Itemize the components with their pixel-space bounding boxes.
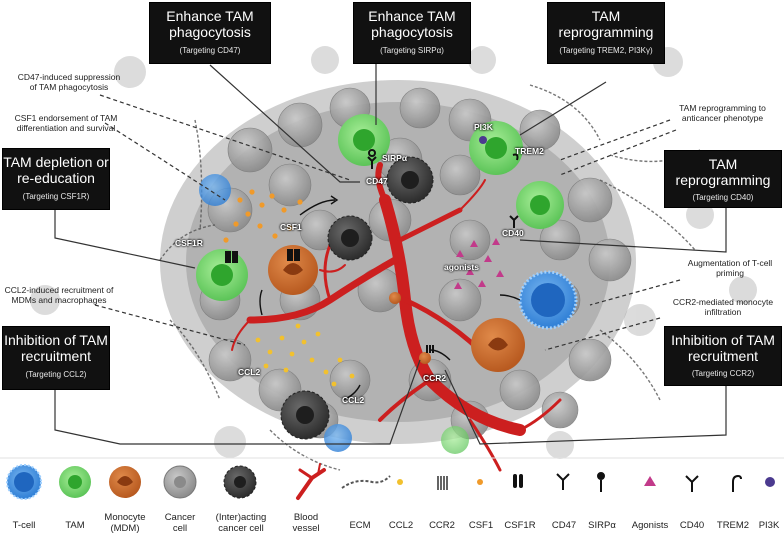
legend-label-monocyte: Monocyte (MDM) <box>104 512 146 534</box>
ecm-fibers <box>159 84 701 471</box>
marker-ccl2-a: CCL2 <box>238 367 261 377</box>
cancer-cell-icon <box>163 465 197 499</box>
marker-ccl2-b: CCL2 <box>342 395 365 405</box>
box-target: (Targeting CSF1R) <box>22 192 90 201</box>
legend-label-ecm: ECM <box>349 520 371 531</box>
box-target: (Targeting CCR2) <box>691 369 755 378</box>
legend-label-sirpa: SIRPα <box>588 520 616 531</box>
legend-label-agonists: Agonists <box>631 520 669 531</box>
monocyte-icon <box>109 466 141 498</box>
legend-icons <box>6 463 775 500</box>
box-inhibition-recruitment-ccl2: Inhibition of TAM recruitment (Targeting… <box>2 326 110 390</box>
annotation-ccr2-infiltration: CCR2-mediated monocyte infiltration <box>672 297 774 317</box>
ecm-icon <box>341 475 391 489</box>
box-tam-reprogramming-cd40: TAM reprogramming (Targeting CD40) <box>664 150 782 208</box>
receptor-glyphs <box>225 136 519 353</box>
agonists-icon <box>644 476 656 486</box>
blood-vessel-icon <box>296 463 326 500</box>
marker-trem2: TREM2 <box>515 146 544 156</box>
agonist-molecules <box>454 238 504 289</box>
t-cells <box>199 174 578 452</box>
blood-vessel <box>231 162 562 472</box>
legend-label-tcell: T-cell <box>12 520 36 531</box>
ccr2-icon <box>437 476 448 490</box>
box-tam-reprogramming-trem2: TAM reprogramming (Targeting TREM2, PI3K… <box>547 2 665 64</box>
csf1-molecules <box>223 189 303 243</box>
interacting-cancer-cell-icon <box>223 465 257 499</box>
marker-cd40: CD40 <box>502 228 524 238</box>
box-target: (Targeting CD47) <box>179 46 241 55</box>
t-cell-icon <box>6 464 42 500</box>
cd40-icon <box>685 475 699 492</box>
legend-label-cd40: CD40 <box>679 520 705 531</box>
box-title: TAM reprogramming <box>558 8 654 40</box>
tam-cells <box>196 114 564 454</box>
connector-lines <box>54 64 727 445</box>
box-title: Enhance TAM phagocytosis <box>166 8 254 40</box>
marker-sirpa: SIRPα <box>382 153 408 163</box>
legend-label-csf1: CSF1 <box>468 520 494 531</box>
signal-arrows <box>259 195 521 401</box>
box-enhance-phagocytosis-sirpa: Enhance TAM phagocytosis (Targeting SIRP… <box>353 2 471 64</box>
legend-label-interacting-cancer-cell: (Inter)acting cancer cell <box>215 512 267 534</box>
legend-label-cancer-cell: Cancer cell <box>164 512 196 534</box>
annotation-csf1-endorsement: CSF1 endorsement of TAM differentiation … <box>14 113 118 133</box>
cd47-icon <box>556 473 570 490</box>
legend-label-csf1r: CSF1R <box>504 520 536 531</box>
legend-label-ccl2: CCL2 <box>388 520 414 531</box>
box-target: (Targeting TREM2, PI3Kγ) <box>559 46 653 55</box>
annotation-tcell-priming: Augmentation of T-cell priming <box>687 258 773 278</box>
box-title: TAM depletion or re-education <box>3 154 109 186</box>
marker-ccr2: CCR2 <box>423 373 447 383</box>
marker-pi3k: PI3K <box>474 122 493 132</box>
box-target: (Targeting CD40) <box>692 193 754 202</box>
legend-label-ccr2: CCR2 <box>429 520 455 531</box>
ccl2-molecules <box>255 323 355 387</box>
annotation-tam-reprogramming: TAM reprogramming to anticancer phenotyp… <box>679 103 766 123</box>
legend-label-tam: TAM <box>65 520 85 531</box>
marker-csf1r: CSF1R <box>175 238 203 248</box>
legend-label-blood-vessel: Blood vessel <box>292 512 320 534</box>
box-enhance-phagocytosis-cd47: Enhance TAM phagocytosis (Targeting CD47… <box>149 2 271 64</box>
csf1r-icon <box>513 474 523 488</box>
pi3k-icon <box>765 477 775 487</box>
box-tam-depletion-csf1r: TAM depletion or re-education (Targeting… <box>2 148 110 210</box>
legend-label-pi3k: PI3K <box>758 520 780 531</box>
monocyte-cells <box>268 245 525 372</box>
annotation-ccl2-recruitment: CCL2-induced recruitment of MDMs and mac… <box>4 285 114 305</box>
annotation-cd47-suppression: CD47-induced suppression of TAM phagocyt… <box>17 72 121 92</box>
box-inhibition-recruitment-ccr2: Inhibition of TAM recruitment (Targeting… <box>664 326 782 386</box>
ccl2-icon <box>397 479 403 485</box>
sirpa-icon <box>597 472 605 492</box>
box-title: Inhibition of TAM recruitment <box>671 332 775 364</box>
marker-agonists: agonists <box>444 262 479 272</box>
box-title: Inhibition of TAM recruitment <box>4 332 108 364</box>
interacting-cancer-cells <box>280 156 434 440</box>
csf1-icon <box>477 479 483 485</box>
annotation-leaders <box>94 94 681 351</box>
box-title: Enhance TAM phagocytosis <box>368 8 456 40</box>
legend-label-cd47: CD47 <box>551 520 577 531</box>
box-target: (Targeting CCL2) <box>25 370 87 379</box>
marker-cd47: CD47 <box>366 176 388 186</box>
box-target: (Targeting SIRPα) <box>380 46 444 55</box>
tam-icon <box>59 466 91 498</box>
legend-label-trem2: TREM2 <box>716 520 750 531</box>
trem2-icon <box>732 474 742 492</box>
box-title: TAM reprogramming <box>675 156 771 188</box>
marker-csf1: CSF1 <box>280 222 302 232</box>
